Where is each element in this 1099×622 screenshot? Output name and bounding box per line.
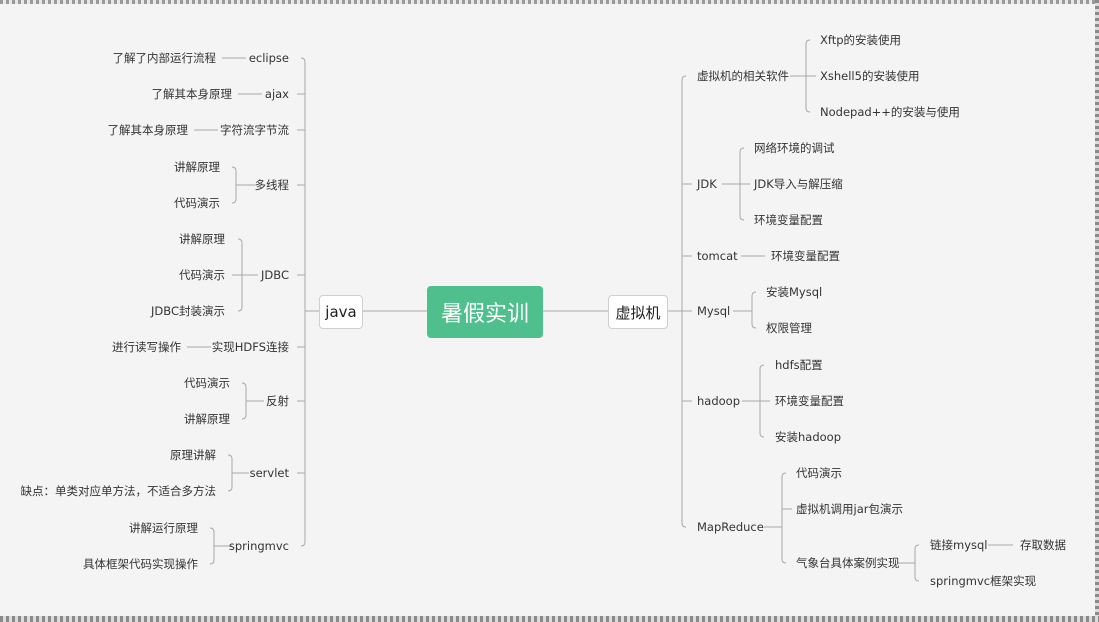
vm-branch-mysql[interactable]: Mysql (697, 304, 731, 318)
torn-edge-top (0, 0, 1099, 4)
connector (751, 291, 757, 329)
vm-leaf[interactable]: 安装Mysql (766, 285, 823, 299)
vm-leaf[interactable]: Xshell5的安装使用 (820, 69, 920, 83)
java-node[interactable]: java (319, 295, 363, 329)
connector (227, 454, 233, 492)
vm-leaf[interactable]: 环境变量配置 (754, 213, 823, 227)
connector (681, 75, 687, 528)
vm-leaf[interactable]: 环境变量配置 (775, 394, 844, 408)
java-leaf[interactable]: 代码演示 (174, 196, 220, 210)
java-leaf[interactable]: 代码演示 (179, 268, 225, 282)
connector (231, 166, 237, 204)
connector (300, 57, 306, 547)
java-leaf[interactable]: 缺点：单类对应单方法，不适合多方法 (20, 484, 217, 498)
vm-branch-software[interactable]: 虚拟机的相关软件 (697, 69, 789, 83)
java-leaf[interactable]: 代码演示 (184, 376, 230, 390)
java-leaf[interactable]: 了解其本身原理 (107, 123, 189, 137)
java-branch-hdfs[interactable]: 实现HDFS连接 (211, 340, 289, 354)
vm-branch-jdk[interactable]: JDK (697, 177, 717, 191)
java-branch-eclipse[interactable]: eclipse (248, 51, 289, 65)
vm-branch-hadoop[interactable]: hadoop (697, 394, 741, 408)
vm-deep-leaf[interactable]: springmvc框架实现 (930, 574, 1037, 588)
torn-edge-bottom (0, 616, 1099, 622)
vm-branch-mapreduce[interactable]: MapReduce (697, 520, 764, 534)
java-branch-servlet[interactable]: servlet (249, 466, 289, 480)
vm-leaf[interactable]: JDK导入与解压缩 (754, 177, 843, 191)
java-leaf[interactable]: 了解其本身原理 (151, 87, 233, 101)
java-leaf[interactable]: 讲解原理 (174, 160, 220, 174)
vm-leaf[interactable]: 虚拟机调用jar包演示 (796, 502, 903, 516)
java-branch-ajax[interactable]: ajax (264, 87, 289, 101)
vm-leaf[interactable]: 网络环境的调试 (754, 141, 835, 155)
java-branch-jdbc[interactable]: JDBC (261, 268, 289, 282)
vm-leaf[interactable]: 安装hadoop (775, 430, 842, 444)
vm-leaf[interactable]: 代码演示 (796, 466, 842, 480)
vm-leaf[interactable]: 环境变量配置 (771, 249, 840, 263)
java-leaf[interactable]: 讲解原理 (184, 412, 230, 426)
connector (241, 382, 247, 420)
java-leaf[interactable]: 具体框架代码实现操作 (83, 557, 198, 571)
vm-grand-leaf[interactable]: 存取数据 (1020, 538, 1066, 552)
java-leaf[interactable]: 讲解原理 (179, 232, 225, 246)
connector (914, 544, 920, 582)
vm-leaf[interactable]: 权限管理 (766, 321, 812, 335)
java-branch-stream[interactable]: 字符流字节流 (220, 123, 289, 137)
vm-leaf[interactable]: Xftp的安装使用 (820, 33, 902, 47)
root-node[interactable]: 暑假实训 (427, 286, 543, 338)
vm-leaf[interactable]: hdfs配置 (775, 358, 823, 372)
vm-deep-leaf[interactable]: 链接mysql (930, 538, 988, 552)
java-leaf[interactable]: 了解了内部运行流程 (112, 51, 217, 65)
java-leaf[interactable]: 进行读写操作 (112, 340, 181, 354)
java-leaf[interactable]: 原理讲解 (170, 448, 216, 462)
java-branch-reflect[interactable]: 反射 (266, 394, 289, 408)
connector (209, 527, 215, 565)
vm-branch-tomcat[interactable]: tomcat (697, 249, 738, 263)
java-leaf[interactable]: JDBC封装演示 (151, 304, 225, 318)
java-branch-thread[interactable]: 多线程 (254, 178, 290, 192)
connector (781, 472, 787, 564)
vm-leaf[interactable]: Nodepad++的安装与使用 (820, 105, 960, 119)
vm-leaf[interactable]: 气象台具体案例实现 (796, 556, 900, 570)
torn-edge-right (1095, 0, 1099, 622)
java-leaf[interactable]: 讲解运行原理 (129, 521, 198, 535)
vm-node[interactable]: 虚拟机 (608, 295, 668, 329)
java-branch-springmvc[interactable]: springmvc (228, 539, 289, 553)
